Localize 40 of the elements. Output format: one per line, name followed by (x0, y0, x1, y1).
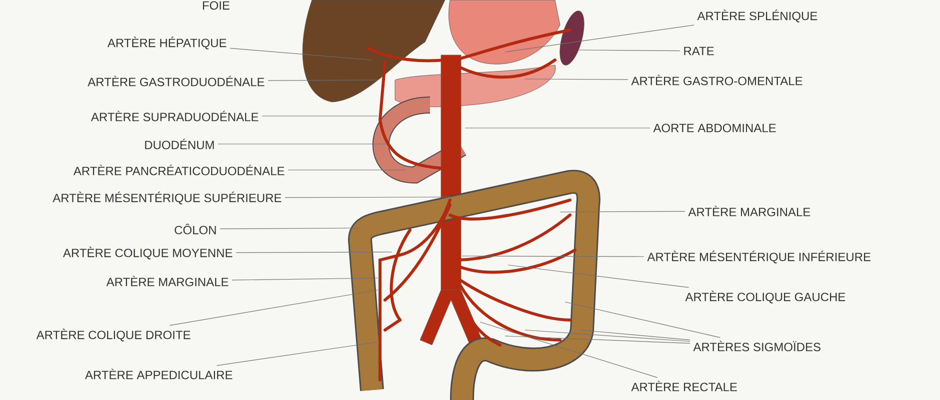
part-label: ARTÈRE PANCRÉATICODUODÉNALE (73, 164, 284, 176)
leader-line (236, 252, 392, 253)
part-label: AORTE ABDOMINALE (653, 124, 776, 132)
leader-line (232, 278, 378, 280)
part-label: ARTÈRE COLIQUE DROITE (36, 328, 190, 342)
part-label: ARTÈRE MARGINALE (688, 206, 810, 216)
leader-line (480, 322, 658, 378)
leader-line (564, 302, 720, 338)
part-label: ARTÈRE COLIQUE MOYENNE (63, 246, 232, 260)
part-label: RATE (684, 46, 714, 56)
part-label: ARTÈRE MARGINALE (106, 276, 228, 286)
part-label: ARTÈRES SIGMOÏDES (693, 340, 820, 352)
part-label: ARTÈRE APPEDICULAIRE (85, 368, 232, 380)
part-label: ARTÈRE GASTRODUODÉNALE (88, 76, 264, 86)
leader-line (560, 211, 686, 212)
part-label: CÔLON (174, 224, 216, 234)
leader-line (216, 342, 378, 366)
leader-line (578, 50, 680, 52)
leader-line (169, 290, 378, 326)
leader-line (504, 24, 694, 52)
leader-line (268, 80, 378, 81)
organ-label: FOIE (203, 1, 230, 10)
leader-line (508, 264, 690, 288)
part-label: ARTÈRE SUPRADUODÉNALE (91, 110, 258, 122)
leader-line (230, 48, 372, 60)
leader-line (580, 330, 690, 340)
leader-line (220, 228, 360, 230)
part-label: ARTÈRE MÉSENTÉRIQUE INFÉRIEURE (647, 250, 870, 264)
part-label: ARTÈRE MÉSENTÉRIQUE SUPÉRIEURE (52, 192, 282, 204)
part-label: ARTÈRE HÉPATIQUE (107, 36, 226, 50)
leader-line (524, 330, 690, 342)
leader-line (462, 256, 644, 257)
part-label: ARTÈRE COLIQUE GAUCHE (685, 290, 846, 304)
leader-line (504, 336, 690, 344)
leader-line (284, 196, 450, 198)
part-label: ARTÈRE GASTRO-OMENTALE (631, 74, 802, 86)
leader-line (524, 78, 628, 80)
part-label: ARTÈRE SPLÉNIQUE (697, 10, 818, 22)
part-label: ARTÈRE RECTALE (631, 380, 737, 392)
part-label: DUODÉNUM (145, 138, 214, 150)
